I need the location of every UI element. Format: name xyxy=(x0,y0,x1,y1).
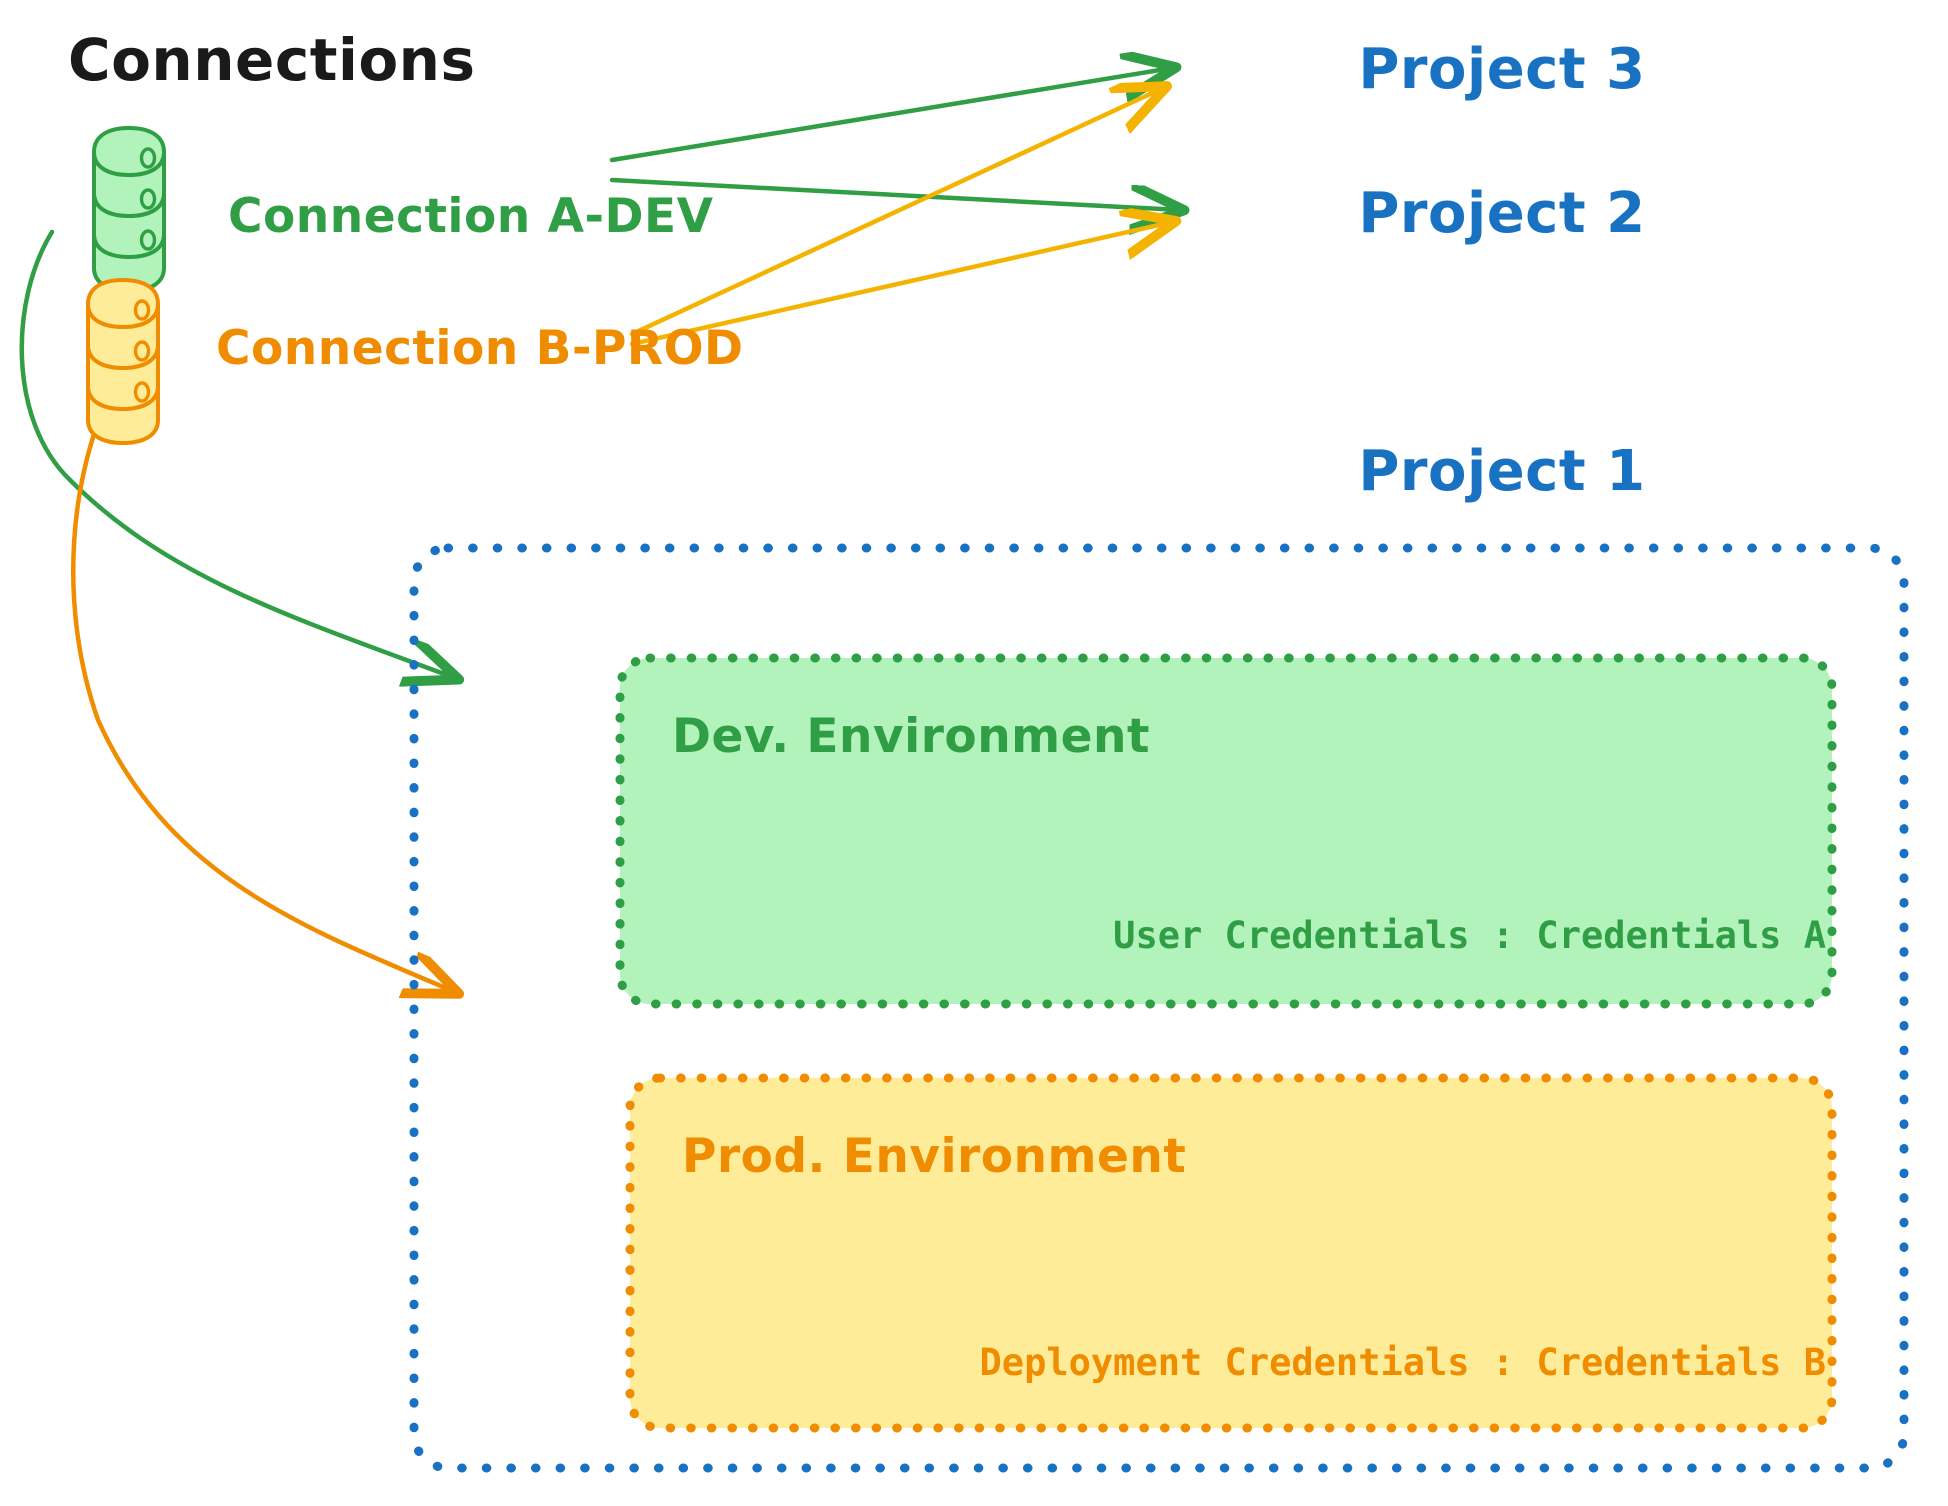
project-1-container xyxy=(409,543,1909,1473)
connection-label-a-dev[interactable]: Connection A-DEV xyxy=(228,189,714,244)
edge-a-dev-to-project-2 xyxy=(609,177,1180,210)
prod-environment-box[interactable] xyxy=(625,1073,1837,1433)
edge-b-prod-to-project-3 xyxy=(629,88,1163,337)
database-cylinder-icon-b-prod[interactable] xyxy=(86,278,160,445)
connection-label-b-prod[interactable]: Connection B-PROD xyxy=(216,321,744,376)
project-label-project-2[interactable]: Project 2 xyxy=(1358,181,1645,246)
project-label-project-3[interactable]: Project 3 xyxy=(1358,37,1645,102)
edge-a-dev-to-dev-env xyxy=(19,229,455,678)
prod-environment-title: Prod. Environment xyxy=(682,1129,1186,1184)
dev-environment-title: Dev. Environment xyxy=(672,709,1150,764)
project-label-project-1[interactable]: Project 1 xyxy=(1358,439,1645,504)
edge-b-prod-to-prod-env xyxy=(71,387,455,992)
edge-a-dev-to-project-3 xyxy=(609,68,1172,163)
edge-b-prod-to-project-2 xyxy=(629,222,1172,347)
dev-environment-credentials: User Credentials : Credentials A xyxy=(1113,914,1826,957)
prod-environment-credentials: Deployment Credentials : Credentials B xyxy=(980,1341,1826,1384)
page-title: Connections xyxy=(68,26,475,94)
dev-environment-box[interactable] xyxy=(615,653,1837,1009)
